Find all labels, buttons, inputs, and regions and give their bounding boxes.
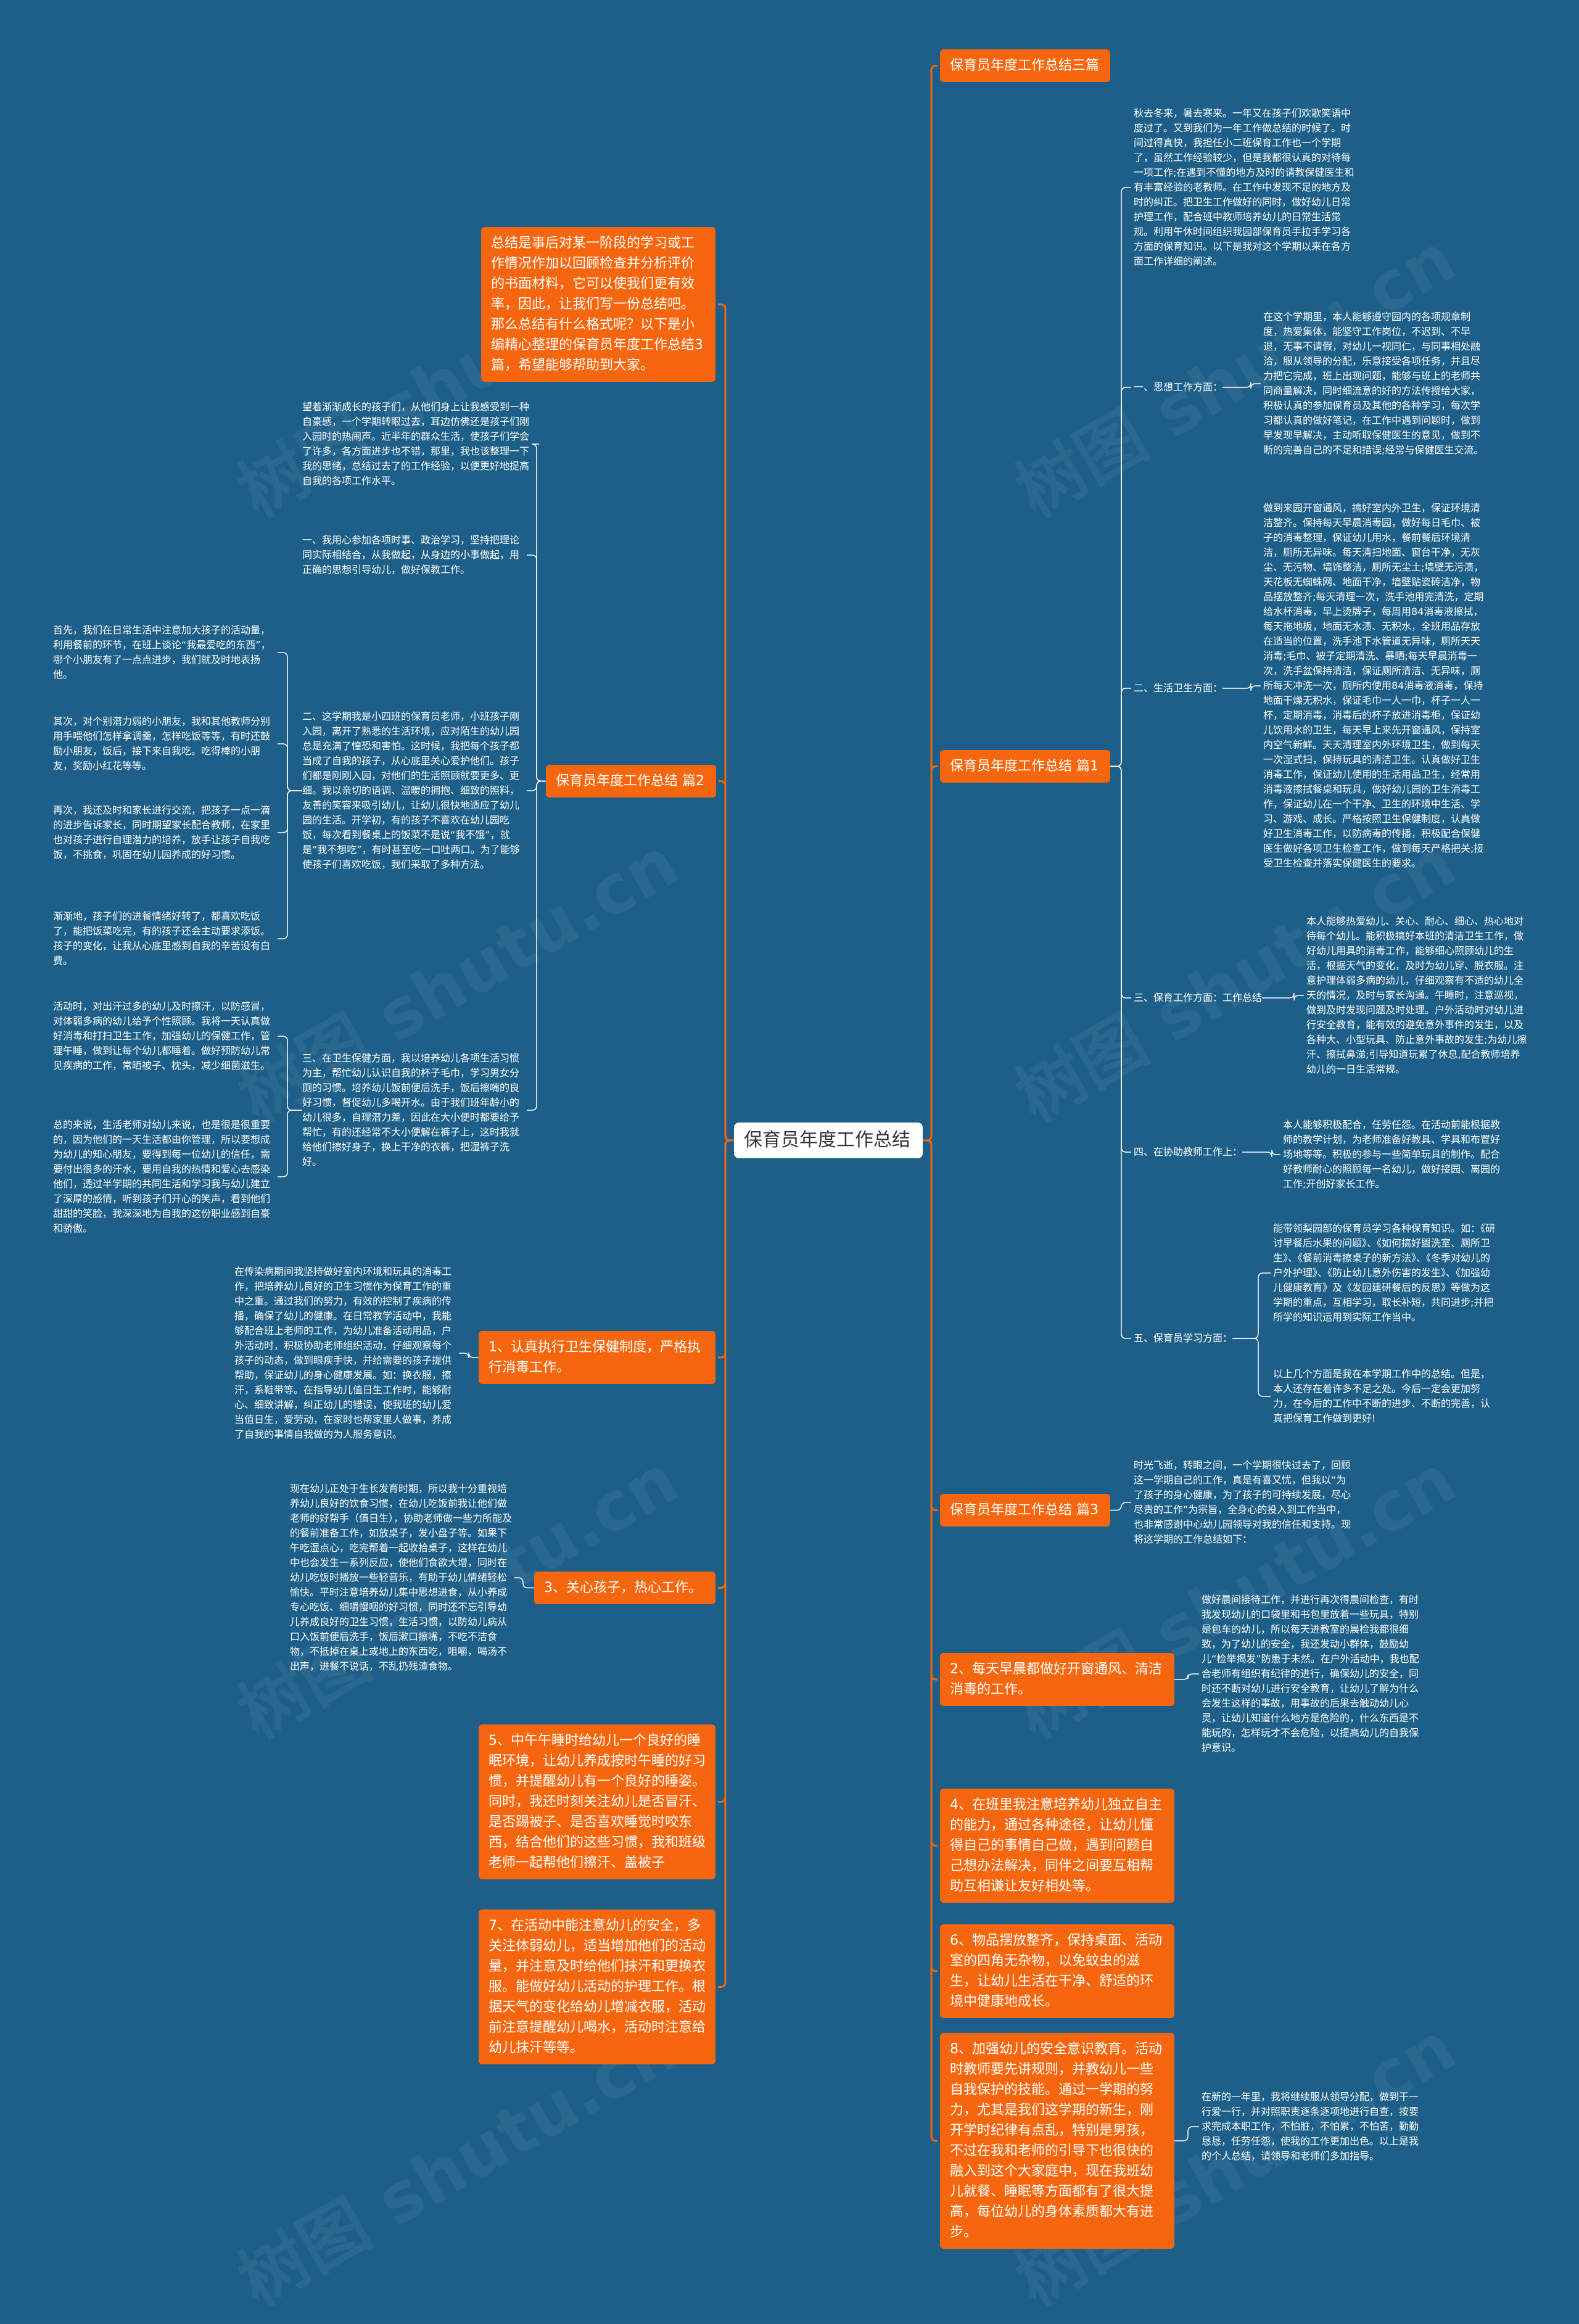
branch-point-1[interactable]: 1、认真执行卫生保健制度，严格执行消毒工作。 <box>479 1331 715 1384</box>
pian1-section-3[interactable]: 三、保育工作方面：工作总结 <box>1134 992 1263 1003</box>
connector-line <box>531 443 546 782</box>
connector-line <box>1262 992 1304 1001</box>
branch-point-4[interactable]: 4、在班里我注意培养幼儿独立自主的能力，通过各种途径，让幼儿懂得自己的事情自己做… <box>940 1789 1174 1903</box>
pian1-section-4[interactable]: 四、在协助教师工作上： <box>1134 1146 1243 1158</box>
connector-line <box>527 554 546 782</box>
connector-line <box>1232 1338 1271 1397</box>
branch-pian3[interactable]: 保育员年度工作总结 篇3 <box>940 1494 1110 1527</box>
connector-line <box>527 780 546 1111</box>
point-3-text: 现在幼儿正处于生长发育时期，所以我十分重视培养幼儿良好的饮食习惯，在幼儿吃饭前我… <box>290 1483 513 1672</box>
pian1-intro-text: 秋去冬来，暑去寒来。一年又在孩子们欢歌笑语中度过了。又到我们为一年工作做总结的时… <box>1134 107 1354 267</box>
connector-line <box>923 1139 938 2142</box>
connector-line <box>1110 187 1131 767</box>
connector-line <box>923 1139 938 1847</box>
connector-line <box>1110 765 1131 1153</box>
pian1-section-1[interactable]: 一、思想工作方面： <box>1134 381 1223 393</box>
connector-line <box>923 1139 938 1681</box>
pian2-text-1: 望着渐渐成长的孩子们，从他们身上让我感受到一种自豪感，一个学期转眼过去，耳边仿佛… <box>302 401 530 487</box>
connector-line <box>278 790 302 833</box>
connector-line <box>278 1110 302 1177</box>
connector-line <box>278 652 302 791</box>
connector-line <box>278 743 302 791</box>
branch-point-7[interactable]: 7、在活动中能注意幼儿的安全，多关注体弱幼儿，适当增加他们的活动量，并注意及时给… <box>479 1910 715 2064</box>
pian1-section-5-text-2: 以上几个方面是我在本学期工作中的总结。但是，本人还存在着许多不足之处。今后一定会… <box>1273 1368 1491 1424</box>
connector-line <box>1174 1673 1199 1680</box>
connector-line <box>1110 765 1131 999</box>
branch-point-2[interactable]: 2、每天早晨都做好开窗通风、清洁消毒的工作。 <box>940 1653 1174 1706</box>
branch-point-6[interactable]: 6、物品摆放整齐，保持桌面、活动室的四角无杂物，以免蚊虫的滋生，让幼儿生活在干净… <box>940 1924 1174 2018</box>
pian1-section-5-text-1: 能带领梨园部的保育员学习各种保育知识。如：《研讨早餐后水果的问题》、《如何搞好盥… <box>1273 1222 1496 1323</box>
branch-point-5[interactable]: 5、中午午睡时给幼儿一个良好的睡眠环境，让幼儿养成按时午睡的好习惯，并提醒幼儿有… <box>479 1724 715 1879</box>
pian2-text-4: 三、在卫生保健方面，我以培养幼儿各项生活习惯为主，帮忙幼儿认识自我的杯子毛巾，学… <box>302 1052 520 1168</box>
connector-line <box>514 1577 534 1589</box>
pian2-text-3: 二、这学期我是小四班的保育员老师，小班孩子刚入园，离开了熟悉的生活环境，应对陌生… <box>302 711 520 870</box>
connector-line <box>923 65 938 1142</box>
branch-point-3[interactable]: 3、关心孩子，热心工作。 <box>534 1572 715 1604</box>
branch-point-8[interactable]: 8、加强幼儿的安全意识教育。活动时教师要先讲规则，并教幼儿一些自我保护的技能。通… <box>940 2033 1174 2249</box>
intro-node[interactable]: 总结是事后对某一阶段的学习或工作情况作加以回顾检查并分析评价的书面材料，它可以使… <box>481 227 715 382</box>
connector-line <box>1222 382 1261 389</box>
connector-line <box>1174 2126 1199 2141</box>
point-8-text: 在新的一年里，我将继续服从领导分配，做到干一行爱一行，并对照职责逐条逐项地进行自… <box>1202 2091 1419 2162</box>
point-2-text: 做好晨间接待工作，并进行再次得晨间检查，有时我发现幼儿的口袋里和书包里放着一些玩… <box>1202 1594 1419 1753</box>
pian2-text-2: 一、我用心参加各项时事、政治学习，坚持把理论同实际相结合，从我做起，从身边的小事… <box>302 534 520 575</box>
connector-line <box>923 765 938 1142</box>
connector-line <box>719 780 734 1142</box>
connector-line <box>459 1352 479 1359</box>
connector-line <box>1232 1272 1271 1339</box>
connector-line <box>1242 1149 1280 1158</box>
pian3-text: 时光飞逝，转眼之间，一个学期很快过去了，回顾这一学期自己的工作，真是有喜又忧，但… <box>1134 1459 1351 1545</box>
pian1-section-4-text: 本人能够积极配合，任劳任怨。在活动前能根据教师的教学计划，为老师准备好教具、学具… <box>1283 1119 1501 1190</box>
connector-line <box>278 1036 302 1111</box>
pian2-text-3a: 首先，我们在日常生活中注意加大孩子的活动量，利用餐前的环节，在班上谈论“我最爱吃… <box>53 624 271 680</box>
branch-pian1[interactable]: 保育员年度工作总结 篇1 <box>940 750 1110 783</box>
pian1-section-2-text: 做到来园开窗通风，搞好室内外卫生，保证环境清洁整齐。保持每天早晨消毒园，做好每日… <box>1263 502 1484 869</box>
connector-line <box>1110 765 1131 1339</box>
branch-pian2[interactable]: 保育员年度工作总结 篇2 <box>546 765 716 797</box>
pian2-text-3c: 再次，我还及时和家长进行交流，把孩子一点一滴的进步告诉家长，同时期望家长配合教师… <box>53 804 271 860</box>
pian1-section-2[interactable]: 二、生活卫生方面： <box>1134 682 1223 694</box>
connector-line <box>278 790 302 939</box>
pian2-text-4a: 活动时，对出汗过多的幼儿及时擦汗，以防感冒，对体弱多病的幼儿给予个性照顾。我将一… <box>53 1000 271 1071</box>
pian2-text-3b: 其次，对个别潜力弱的小朋友，我和其他教师分别用手喂他们怎样拿调羹，怎样吃饭等等，… <box>53 715 271 772</box>
root-topic[interactable]: 保育员年度工作总结 <box>734 1123 923 1158</box>
connector-line <box>718 1139 734 1988</box>
connector-line <box>923 1139 938 1511</box>
connector-line <box>923 1139 938 1972</box>
point-1-text: 在传染病期间我坚持做好室内环境和玩具的消毒工作，把培养幼儿良好的卫生习惯作为保育… <box>234 1266 452 1440</box>
connector-line <box>1110 387 1131 767</box>
pian2-text-3d: 渐渐地，孩子们的进餐情绪好转了，都喜欢吃饭了，能把饭菜吃完，有的孩子还会主动要求… <box>53 910 271 966</box>
connector-line <box>1110 1502 1131 1511</box>
pian2-text-4b: 总的来说，生活老师对幼儿来说，也是很是很重要的，因为他们的一天生活都由你管理，所… <box>53 1119 271 1234</box>
pian1-section-3-text: 本人能够热爱幼儿、关心、耐心、细心、热心地对待每个幼儿。能积极搞好本班的清洁卫生… <box>1306 915 1527 1075</box>
branch-title-3[interactable]: 保育员年度工作总结三篇 <box>940 49 1110 82</box>
connector-line <box>1222 683 1261 691</box>
pian1-section-5[interactable]: 五、保育员学习方面： <box>1134 1332 1233 1344</box>
connector-line <box>1110 688 1131 767</box>
pian1-section-1-text: 在这个学期里，本人能够遵守园内的各项规章制度，热爱集体，能坚守工作岗位，不迟到、… <box>1263 311 1484 456</box>
